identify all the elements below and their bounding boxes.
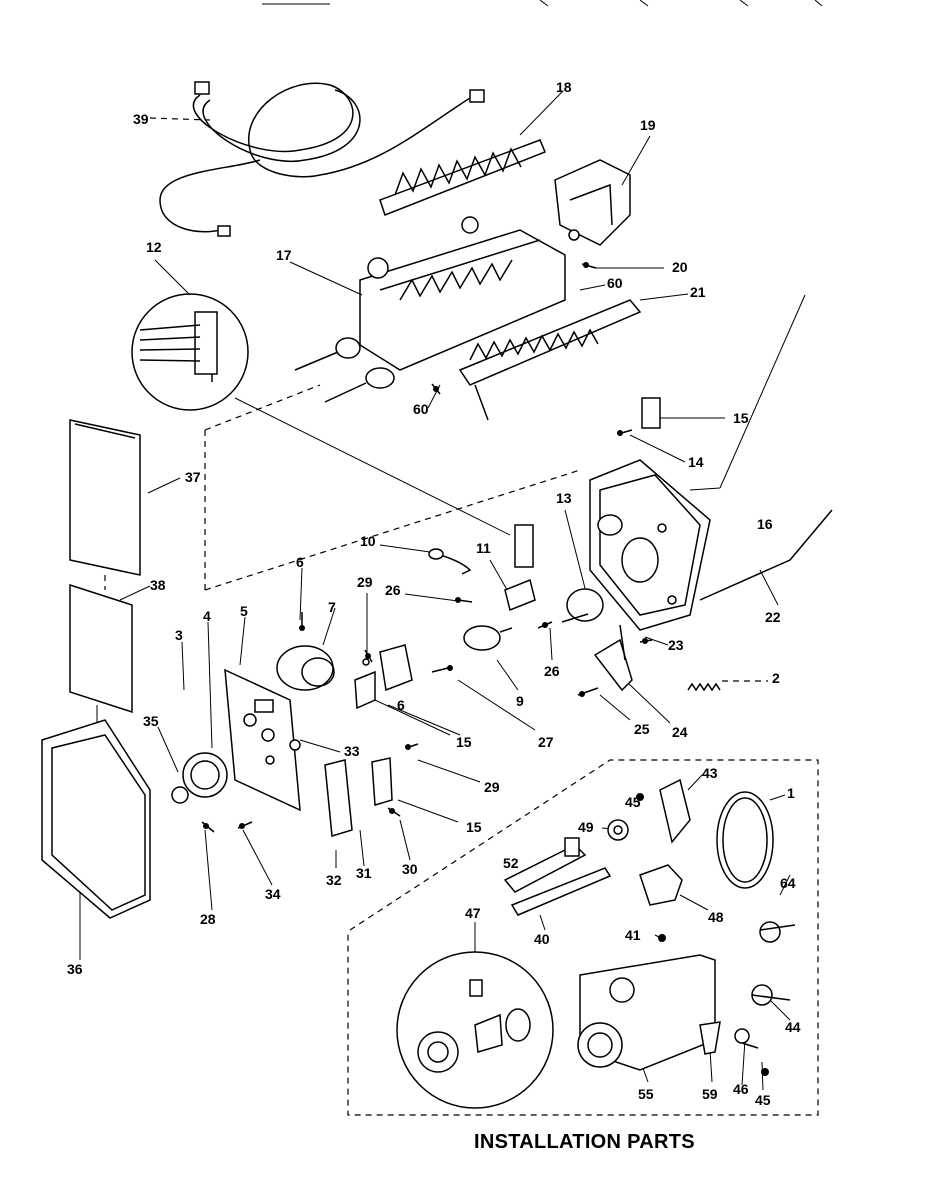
callout-60-top: 60 bbox=[607, 275, 623, 291]
callout-38: 38 bbox=[150, 577, 166, 593]
callout-34: 34 bbox=[265, 886, 281, 902]
callout-16: 16 bbox=[757, 516, 773, 532]
callout-20: 20 bbox=[672, 259, 688, 275]
callout-46: 46 bbox=[733, 1081, 749, 1097]
callout-60-mid: 60 bbox=[413, 401, 429, 417]
switch-parts bbox=[354, 644, 413, 710]
callout-59: 59 bbox=[702, 1086, 718, 1102]
instruction-sheets bbox=[69, 419, 141, 714]
callout-47: 47 bbox=[465, 905, 481, 921]
callout-7: 7 bbox=[328, 599, 336, 615]
callout-64: 64 bbox=[780, 875, 796, 891]
callout-45-top: 45 bbox=[625, 794, 641, 810]
callout-18: 18 bbox=[556, 79, 572, 95]
top-edge-artifact bbox=[262, 0, 823, 7]
small-switch-parts bbox=[428, 524, 604, 623]
callout-30: 30 bbox=[402, 861, 418, 877]
callout-36: 36 bbox=[67, 961, 83, 977]
callout-29-top: 29 bbox=[357, 574, 373, 590]
callout-43: 43 bbox=[702, 765, 718, 781]
callout-40: 40 bbox=[534, 931, 550, 947]
callout-10: 10 bbox=[360, 533, 376, 549]
callout-37: 37 bbox=[185, 469, 201, 485]
callout-22: 22 bbox=[765, 609, 781, 625]
callout-28: 28 bbox=[200, 911, 216, 927]
mounting-plate-part bbox=[224, 668, 301, 812]
ice-mold-part bbox=[294, 216, 566, 403]
callout-13: 13 bbox=[556, 490, 572, 506]
gear-part bbox=[171, 752, 228, 804]
callout-33: 33 bbox=[344, 743, 360, 759]
callout-14: 14 bbox=[688, 454, 704, 470]
callout-32: 32 bbox=[326, 872, 342, 888]
bracket-parts bbox=[289, 739, 393, 837]
callout-29-low: 29 bbox=[484, 779, 500, 795]
callout-15-top: 15 bbox=[733, 410, 749, 426]
callout-17: 17 bbox=[276, 247, 292, 263]
callout-26-top: 26 bbox=[385, 582, 401, 598]
callout-52: 52 bbox=[503, 855, 519, 871]
connector-detail bbox=[131, 293, 511, 536]
callout-5: 5 bbox=[240, 603, 248, 619]
installation-parts-caption: INSTALLATION PARTS bbox=[474, 1131, 695, 1153]
callout-1: 1 bbox=[787, 785, 795, 801]
callout-55: 55 bbox=[638, 1086, 654, 1102]
callout-6-top: 6 bbox=[296, 554, 304, 570]
callout-4: 4 bbox=[203, 608, 211, 624]
callout-9: 9 bbox=[516, 693, 524, 709]
screws bbox=[201, 262, 653, 833]
callout-3: 3 bbox=[175, 627, 183, 643]
callout-12: 12 bbox=[146, 239, 162, 255]
callout-49: 49 bbox=[578, 819, 594, 835]
callout-35: 35 bbox=[143, 713, 159, 729]
assembly-dashed-lines bbox=[96, 384, 581, 722]
installation-parts-box bbox=[347, 759, 819, 1116]
shutoff-arm-parts bbox=[593, 624, 721, 692]
callout-19: 19 bbox=[640, 117, 656, 133]
callout-31: 31 bbox=[356, 865, 372, 881]
callout-15-low: 15 bbox=[466, 819, 482, 835]
wire-harness-part bbox=[159, 81, 485, 237]
ejector-part bbox=[379, 139, 546, 216]
callout-39: 39 bbox=[133, 111, 149, 127]
callout-2: 2 bbox=[772, 670, 780, 686]
callout-41: 41 bbox=[625, 927, 641, 943]
front-cover-part bbox=[41, 719, 151, 919]
callout-27: 27 bbox=[538, 734, 554, 750]
thermostat-part bbox=[463, 625, 513, 651]
mold-heater-shield-part bbox=[458, 299, 642, 421]
callout-24: 24 bbox=[672, 724, 688, 740]
installation-parts-drawings bbox=[396, 778, 796, 1109]
mold-cover-part bbox=[554, 159, 631, 246]
motor-part bbox=[276, 645, 335, 691]
support-housing-part bbox=[589, 294, 833, 631]
callout-45-low: 45 bbox=[755, 1092, 771, 1108]
callout-44: 44 bbox=[785, 1019, 801, 1035]
callout-15-mid: 15 bbox=[456, 734, 472, 750]
top-switch-part bbox=[641, 397, 661, 429]
callout-21: 21 bbox=[690, 284, 706, 300]
callout-26-mid: 26 bbox=[544, 663, 560, 679]
callout-25: 25 bbox=[634, 721, 650, 737]
callout-11: 11 bbox=[476, 540, 491, 556]
callout-6-mid: 6 bbox=[397, 697, 405, 713]
callout-23: 23 bbox=[668, 637, 684, 653]
callout-48: 48 bbox=[708, 909, 724, 925]
